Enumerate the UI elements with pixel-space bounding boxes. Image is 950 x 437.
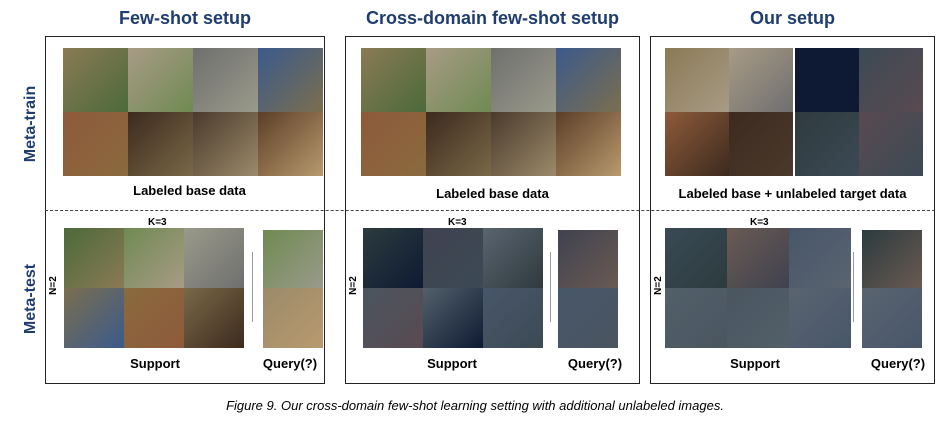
support-image-col2-0 bbox=[363, 228, 423, 288]
n-label-3: N=2 bbox=[652, 276, 664, 295]
train-image-col1-4 bbox=[63, 112, 128, 176]
train-image-col1-0 bbox=[63, 48, 128, 112]
train-image-col2-3 bbox=[556, 48, 621, 112]
unlabeled-target-image-3 bbox=[859, 112, 923, 176]
support-caption-3: Support bbox=[730, 356, 780, 371]
query-image-col1-0 bbox=[263, 230, 323, 288]
query-image-col3-0 bbox=[862, 230, 922, 288]
train-image-col2-4 bbox=[361, 112, 426, 176]
support-image-col2-2 bbox=[483, 228, 543, 288]
train-image-col3-2 bbox=[665, 112, 729, 176]
support-query-separator-2 bbox=[550, 252, 551, 322]
our-setup-title: Our setup bbox=[749, 8, 835, 28]
train-image-col2-5 bbox=[426, 112, 491, 176]
query-image-col1-1 bbox=[263, 288, 323, 348]
unlabeled-target-image-1 bbox=[859, 48, 923, 112]
cross-domain-title: Cross-domain few-shot setup bbox=[365, 8, 620, 28]
support-image-col1-0 bbox=[64, 228, 124, 288]
train-caption-3: Labeled base + unlabeled target data bbox=[678, 186, 907, 201]
train-caption-2: Labeled base data bbox=[436, 186, 549, 201]
train-image-col2-0 bbox=[361, 48, 426, 112]
support-image-col3-5 bbox=[789, 288, 851, 348]
train-image-col1-2 bbox=[193, 48, 258, 112]
support-image-col1-5 bbox=[184, 288, 244, 348]
unlabeled-target-image-0 bbox=[795, 48, 859, 112]
support-image-col1-2 bbox=[184, 228, 244, 288]
train-image-col3-3 bbox=[729, 112, 793, 176]
support-image-col1-1 bbox=[124, 228, 184, 288]
support-image-col1-4 bbox=[124, 288, 184, 348]
query-caption-3: Query(?) bbox=[870, 356, 926, 371]
n-label-1: N=2 bbox=[47, 276, 59, 295]
meta-train-label: Meta-train bbox=[22, 85, 39, 163]
support-image-col3-0 bbox=[665, 228, 727, 288]
support-query-separator-3 bbox=[853, 252, 854, 322]
split-divider bbox=[45, 210, 935, 211]
train-image-col1-5 bbox=[128, 112, 193, 176]
train-image-col2-2 bbox=[491, 48, 556, 112]
k-label-2: K=3 bbox=[448, 217, 467, 228]
unlabeled-target-image-2 bbox=[795, 112, 859, 176]
support-image-col2-3 bbox=[363, 288, 423, 348]
support-image-col3-4 bbox=[727, 288, 789, 348]
n-label-2: N=2 bbox=[347, 276, 359, 295]
few-shot-title: Few-shot setup bbox=[118, 8, 251, 28]
train-image-col1-7 bbox=[258, 112, 323, 176]
train-image-col2-7 bbox=[556, 112, 621, 176]
query-image-col2-0 bbox=[558, 230, 618, 288]
query-image-col3-1 bbox=[862, 288, 922, 348]
train-image-col1-6 bbox=[193, 112, 258, 176]
train-image-col1-1 bbox=[128, 48, 193, 112]
support-image-col3-1 bbox=[727, 228, 789, 288]
query-caption-1: Query(?) bbox=[262, 356, 318, 371]
support-caption-1: Support bbox=[130, 356, 180, 371]
support-image-col2-5 bbox=[483, 288, 543, 348]
support-caption-2: Support bbox=[427, 356, 477, 371]
k-label-3: K=3 bbox=[750, 217, 769, 228]
support-image-col3-3 bbox=[665, 288, 727, 348]
support-image-col2-1 bbox=[423, 228, 483, 288]
train-image-col3-0 bbox=[665, 48, 729, 112]
query-caption-2: Query(?) bbox=[567, 356, 623, 371]
support-query-separator-1 bbox=[252, 252, 253, 322]
train-image-col2-1 bbox=[426, 48, 491, 112]
query-image-col2-1 bbox=[558, 288, 618, 348]
k-label-1: K=3 bbox=[148, 217, 167, 228]
figure-caption: Figure 9. Our cross-domain few-shot lear… bbox=[226, 398, 724, 413]
support-image-col1-3 bbox=[64, 288, 124, 348]
train-image-col2-6 bbox=[491, 112, 556, 176]
train-image-col1-3 bbox=[258, 48, 323, 112]
support-image-col3-2 bbox=[789, 228, 851, 288]
train-caption-1: Labeled base data bbox=[133, 183, 246, 198]
support-image-col2-4 bbox=[423, 288, 483, 348]
meta-test-label: Meta-test bbox=[22, 263, 39, 335]
train-image-col3-1 bbox=[729, 48, 793, 112]
